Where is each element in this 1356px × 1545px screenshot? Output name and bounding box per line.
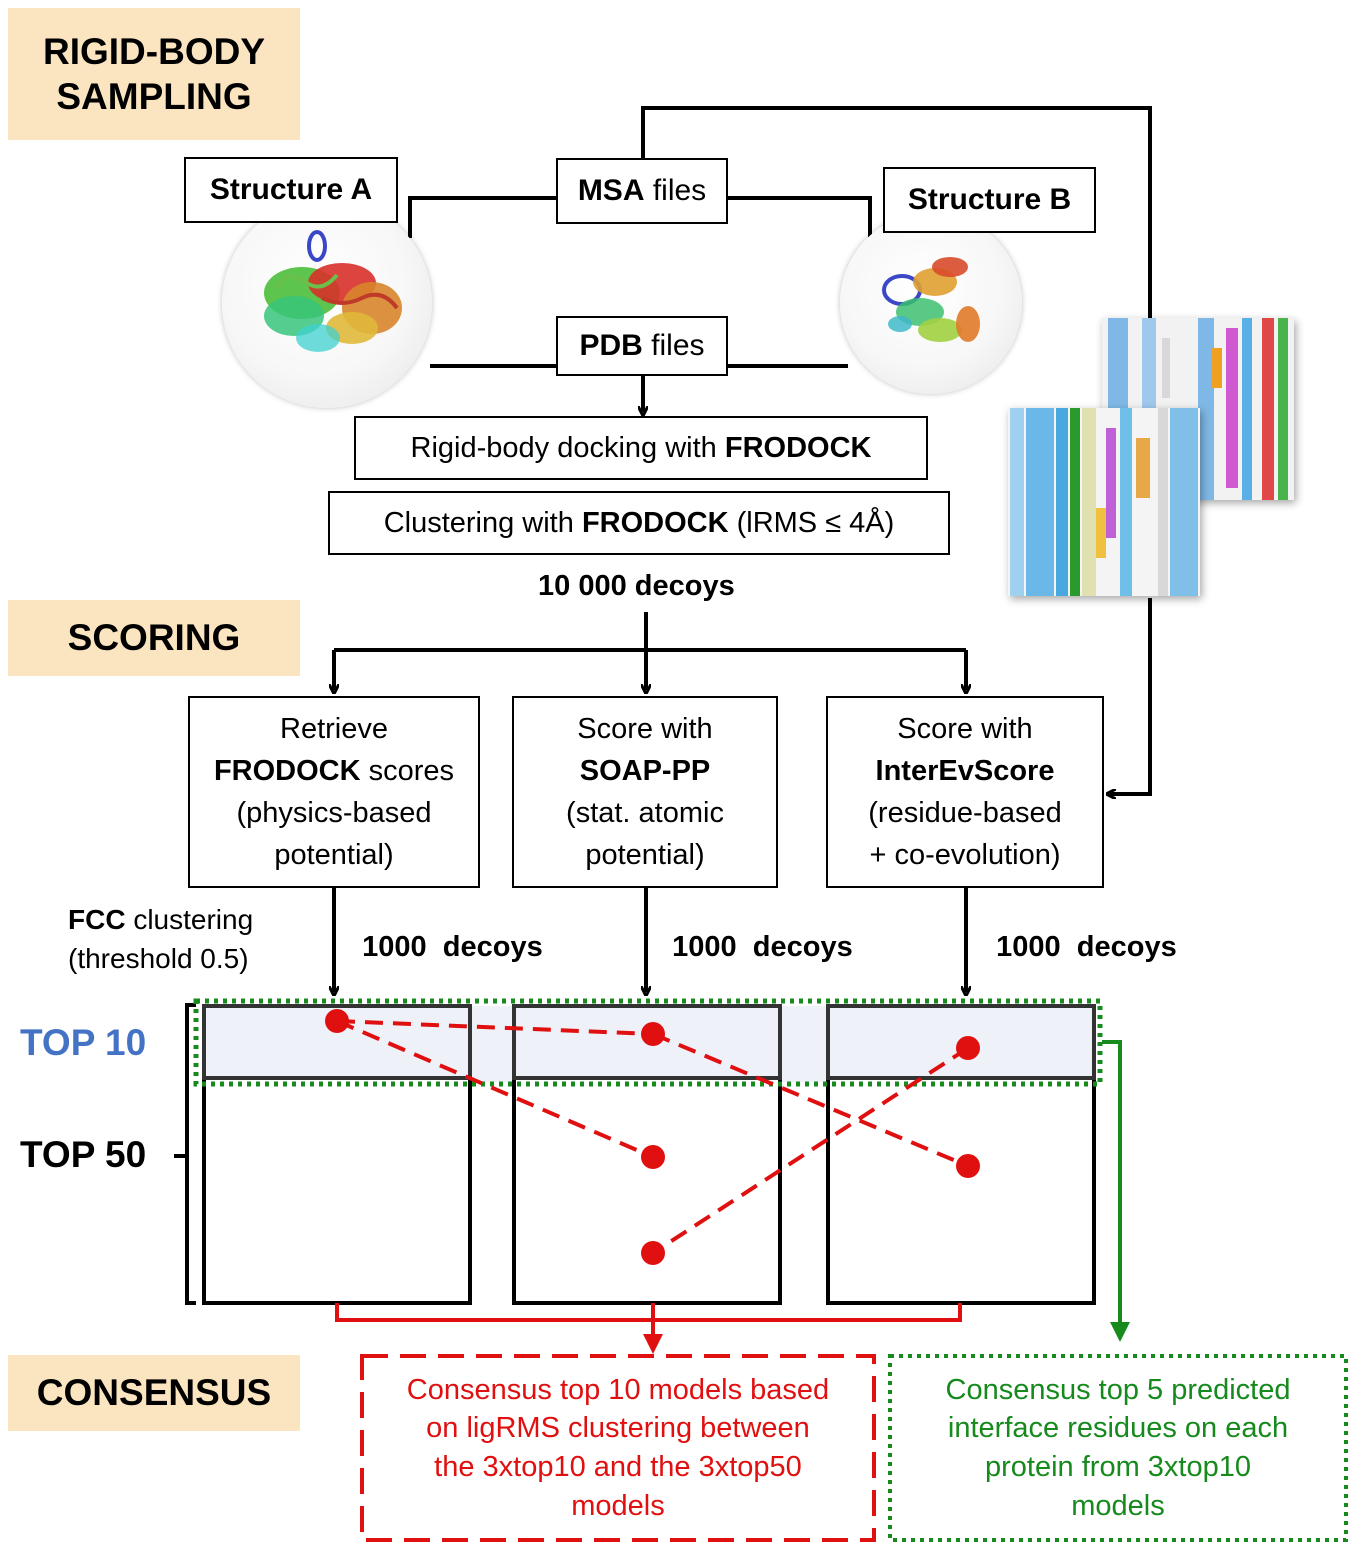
top10-text: TOP 10 bbox=[20, 1022, 147, 1063]
decoys-interev-text: 1000 decoys bbox=[996, 931, 1177, 963]
model-point bbox=[956, 1036, 980, 1060]
structure-b-image bbox=[840, 212, 1022, 394]
alignment-to-interevscore-line bbox=[1110, 598, 1152, 794]
scorer-interev-box: Score with InterEvScore (residue-based +… bbox=[826, 696, 1104, 888]
section-consensus-text: CONSENSUS bbox=[36, 1372, 272, 1414]
scorer-soap-line4: potential) bbox=[585, 839, 705, 872]
consensus-residues-line4: models bbox=[1071, 1489, 1165, 1522]
scorer-soap-line3: (stat. atomic bbox=[566, 797, 724, 829]
decoys-frodock-label: 1000 decoys bbox=[346, 898, 543, 964]
msa-link-line-b bbox=[728, 196, 872, 238]
top50-text: TOP 50 bbox=[20, 1134, 147, 1175]
scorer-frodock-line4: potential) bbox=[274, 839, 394, 872]
scorer-frodock-line2: FRODOCK scores bbox=[214, 750, 454, 792]
pdb-rest-text: files bbox=[642, 329, 705, 362]
consensus-residues-line3: protein from 3xtop10 bbox=[985, 1451, 1251, 1483]
model-point bbox=[641, 1022, 665, 1046]
top10-label: TOP 10 bbox=[20, 1022, 146, 1064]
top50-label: TOP 50 bbox=[20, 1134, 146, 1176]
fcc-rest: clustering bbox=[125, 904, 254, 935]
consensus-residues-line1: Consensus top 5 predicted bbox=[945, 1373, 1291, 1406]
scorer-frodock-bold-suffix: scores bbox=[360, 754, 455, 787]
docking-prefix-text: Rigid-body docking with bbox=[410, 431, 725, 464]
section-consensus: CONSENSUS bbox=[8, 1355, 300, 1431]
consensus-residues-text: Consensus top 5 predicted interface resi… bbox=[894, 1360, 1342, 1536]
decoys-soap-label: 1000 decoys bbox=[656, 898, 853, 964]
top-range-bracket bbox=[185, 1003, 196, 1305]
clustering-prefix-text: Clustering with bbox=[383, 506, 582, 539]
section-sampling-text: RIGID-BODY SAMPLING bbox=[43, 30, 265, 117]
model-points bbox=[325, 1009, 980, 1265]
protein-a-cartoon bbox=[264, 230, 402, 352]
alignment-front-graphic bbox=[1008, 408, 1200, 596]
decoys-total-text: 10 000 decoys bbox=[538, 570, 735, 602]
structure-a-label: Structure A bbox=[184, 157, 398, 223]
consensus-models-line3: the 3xtop10 and the 3xtop50 bbox=[434, 1451, 802, 1483]
consensus-links bbox=[336, 1019, 970, 1255]
decoys-interev-label: 1000 decoys bbox=[980, 898, 1177, 964]
model-point bbox=[325, 1009, 349, 1033]
pdb-files-box: PDB files bbox=[556, 316, 728, 376]
model-point bbox=[956, 1154, 980, 1178]
protein-b-cartoon bbox=[882, 257, 980, 342]
consensus-residues-line2: interface residues on each bbox=[947, 1412, 1289, 1445]
section-rigid-body-sampling: RIGID-BODY SAMPLING bbox=[8, 8, 300, 140]
decoys-soap-text: 1000 decoys bbox=[672, 931, 853, 963]
consensus-residues-lines: Consensus top 5 predicted interface resi… bbox=[946, 1371, 1291, 1525]
scorer-interev-line2: InterEvScore bbox=[876, 750, 1055, 792]
docking-box: Rigid-body docking with FRODOCK bbox=[354, 416, 928, 480]
top10-gap-fill-1 bbox=[472, 1006, 512, 1082]
decoys-total-label: 10 000 decoys bbox=[538, 570, 735, 603]
scorer-frodock-line3: (physics-based bbox=[236, 797, 432, 829]
scorer-frodock-bold: FRODOCK bbox=[213, 754, 361, 787]
consensus-models-line4: models bbox=[571, 1489, 665, 1522]
top10-gap-fill-2 bbox=[782, 1006, 826, 1082]
fcc-line2: (threshold 0.5) bbox=[68, 943, 249, 975]
structure-b-label: Structure B bbox=[883, 167, 1096, 233]
scorer-interev-bold: InterEvScore bbox=[875, 754, 1055, 787]
structure-a-text: Structure A bbox=[209, 173, 373, 206]
scorer-interev-line3: (residue-based bbox=[868, 797, 1062, 829]
msa-alignment-image-front bbox=[1008, 408, 1200, 596]
consensus-residues-box bbox=[888, 1354, 1348, 1542]
clustering-tool-text: FRODOCK bbox=[581, 506, 729, 539]
model-point bbox=[641, 1241, 665, 1265]
scorer-soap-box: Score with SOAP-PP (stat. atomic potenti… bbox=[512, 696, 778, 888]
decoys-frodock-text: 1000 decoys bbox=[362, 931, 543, 963]
scorer-soap-line1: Score with bbox=[577, 712, 713, 745]
fcc-clustering-label: FCC clustering (threshold 0.5) bbox=[68, 900, 253, 978]
consensus-models-line2: on ligRMS clustering between bbox=[426, 1412, 810, 1445]
scorer-interev-line4: + co-evolution) bbox=[869, 839, 1061, 872]
consensus-merge-line bbox=[335, 1303, 962, 1322]
msa-link-line bbox=[408, 196, 556, 238]
consensus-models-box bbox=[360, 1354, 876, 1542]
msa-files-box: MSA files bbox=[556, 158, 728, 224]
msa-to-alignment-line bbox=[641, 106, 1152, 320]
structure-b-text: Structure B bbox=[907, 183, 1072, 216]
consensus-models-lines: Consensus top 10 models based on ligRMS … bbox=[407, 1371, 829, 1525]
consensus-residues-line bbox=[1102, 1040, 1130, 1342]
consensus-models-text: Consensus top 10 models based on ligRMS … bbox=[366, 1360, 870, 1536]
structure-a-image bbox=[222, 198, 432, 408]
scorer-interev-line1: Score with bbox=[897, 712, 1033, 745]
scorer-soap-line2: SOAP-PP bbox=[580, 750, 711, 792]
section-scoring-text: SCORING bbox=[67, 617, 241, 659]
fcc-bold: FCC bbox=[68, 904, 126, 935]
clustering-box: Clustering with FRODOCK (lRMS ≤ 4Å) bbox=[328, 491, 950, 555]
scorer-frodock-box: Retrieve FRODOCK scores (physics-based p… bbox=[188, 696, 480, 888]
msa-rest-text: files bbox=[644, 174, 707, 207]
fcc-line1: FCC clustering bbox=[68, 900, 253, 939]
section-scoring: SCORING bbox=[8, 600, 300, 676]
scorer-soap-bold: SOAP-PP bbox=[579, 754, 711, 787]
docking-tool-text: FRODOCK bbox=[724, 431, 872, 464]
top10-selection-outline bbox=[193, 998, 1103, 1087]
pdb-bold-text: PDB bbox=[579, 329, 643, 362]
scorer-frodock-line1: Retrieve bbox=[280, 712, 388, 745]
model-point bbox=[641, 1145, 665, 1169]
consensus-models-line1: Consensus top 10 models based bbox=[406, 1373, 830, 1406]
msa-bold-text: MSA bbox=[577, 174, 645, 207]
clustering-suffix-text: (lRMS ≤ 4Å) bbox=[728, 506, 895, 539]
